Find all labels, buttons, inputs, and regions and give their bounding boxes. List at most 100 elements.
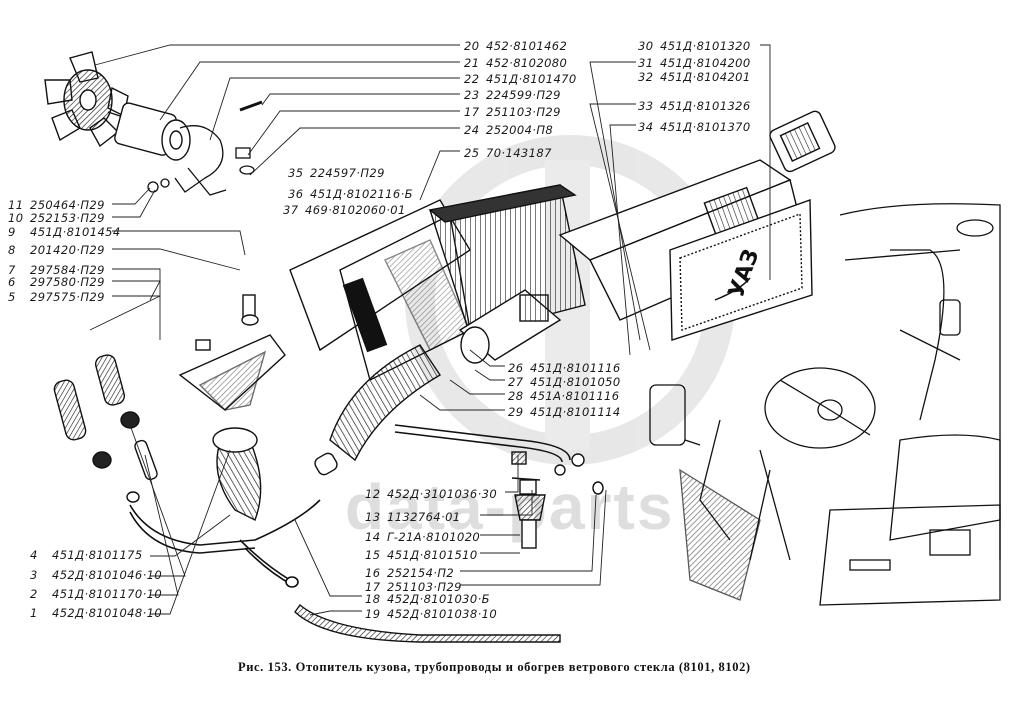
part-number: 18 [365, 592, 381, 606]
part-number: 10 [8, 211, 24, 225]
part-code: 452·8102080 [486, 56, 568, 70]
leader-line [419, 150, 460, 201]
part-label: 14 Г-21А·8101020 [365, 531, 480, 543]
leader-line [505, 455, 519, 493]
corrugated-hose-lower [212, 427, 262, 521]
watermark: data-parts [345, 471, 675, 543]
uaz-nameplate: УАЗ [669, 199, 813, 341]
part-number: 16 [365, 566, 381, 580]
part-code: 451Д·8101320 [660, 39, 751, 53]
leader-line [469, 349, 505, 367]
part-code: 451Д·8101370 [660, 120, 751, 134]
part-number: 3 [30, 568, 38, 582]
part-number: 21 [464, 56, 480, 70]
part-number: 7 [8, 263, 16, 277]
part-code: 451Д·8104201 [660, 70, 751, 84]
part-code: 452Д·8101030·Б [387, 592, 490, 606]
part-number: 36 [288, 187, 304, 201]
part-number: 22 [464, 72, 480, 86]
leader-line [449, 379, 505, 395]
part-code: 250464·П29 [30, 198, 105, 212]
part-code: 451Д·8101114 [530, 405, 621, 419]
part-number: 25 [464, 146, 480, 160]
leader-line [294, 519, 362, 597]
part-number: 2 [30, 587, 38, 601]
leader-lines [89, 44, 771, 616]
part-number: 31 [638, 56, 654, 70]
part-code: 451Д·8101116 [530, 361, 621, 375]
part-number: 20 [464, 39, 480, 53]
leader-line [112, 230, 246, 256]
part-number: 9 [8, 225, 16, 239]
part-code: 252004·П8 [486, 123, 554, 137]
leader-line [480, 490, 533, 516]
leader-line [261, 93, 460, 106]
part-number: 6 [8, 275, 16, 289]
leader-line [112, 248, 241, 271]
part-label: 9 451Д·8101454 [8, 226, 121, 238]
heater-pipes [129, 424, 571, 588]
leader-line [460, 489, 607, 586]
part-number: 33 [638, 99, 654, 113]
part-label: 4 451Д·8101175 [30, 549, 143, 561]
part-label: 17 251103·П29 [464, 106, 561, 118]
leader-line [419, 394, 505, 411]
part-code: 297575·П29 [30, 290, 105, 304]
short-rubber-hoses [53, 354, 158, 503]
part-label: 13 1132764·01 [365, 511, 461, 523]
part-label: 6 297580·П29 [8, 276, 105, 288]
part-code: 297580·П29 [30, 275, 105, 289]
electric-motor [107, 102, 191, 161]
part-code: 201420·П29 [30, 243, 105, 257]
leader-line [112, 268, 161, 340]
part-code: 224597·П29 [310, 166, 385, 180]
leader-line [209, 77, 460, 141]
leader-line [112, 280, 161, 301]
leader-line [112, 187, 151, 205]
leader-line [760, 44, 771, 280]
part-code: 451Д·8101175 [52, 548, 143, 562]
part-number: 14 [365, 530, 381, 544]
part-number: 17 [464, 105, 480, 119]
leader-line [94, 44, 460, 66]
part-code: 452Д·8101046·10 [52, 568, 163, 582]
part-label: 20 452·8101462 [464, 40, 567, 52]
part-code: 452·8101462 [486, 39, 568, 53]
part-label: 24 252004·П8 [464, 124, 553, 136]
part-number: 1 [30, 606, 38, 620]
part-code: 451Д·8101454 [30, 225, 121, 239]
part-code: 224599·П29 [486, 88, 561, 102]
leader-line [150, 514, 231, 557]
part-number: 8 [8, 243, 16, 257]
part-code: Г-21А·8101020 [387, 530, 481, 544]
part-number: 30 [638, 39, 654, 53]
leader-line [129, 424, 186, 577]
part-label: 8 201420·П29 [8, 244, 105, 256]
fan-impeller [44, 51, 129, 148]
part-number: 24 [464, 123, 480, 137]
leader-line [309, 610, 362, 616]
part-number: 13 [365, 510, 381, 524]
part-number: 28 [508, 389, 524, 403]
part-number: 4 [30, 548, 38, 562]
air-intake-funnel [178, 294, 286, 411]
leader-line [589, 103, 651, 351]
part-code: 251103·П29 [486, 105, 561, 119]
part-number: 17 [365, 580, 381, 594]
part-number: 27 [508, 375, 524, 389]
leader-line [159, 61, 460, 121]
part-code: 1132764·01 [387, 510, 461, 524]
